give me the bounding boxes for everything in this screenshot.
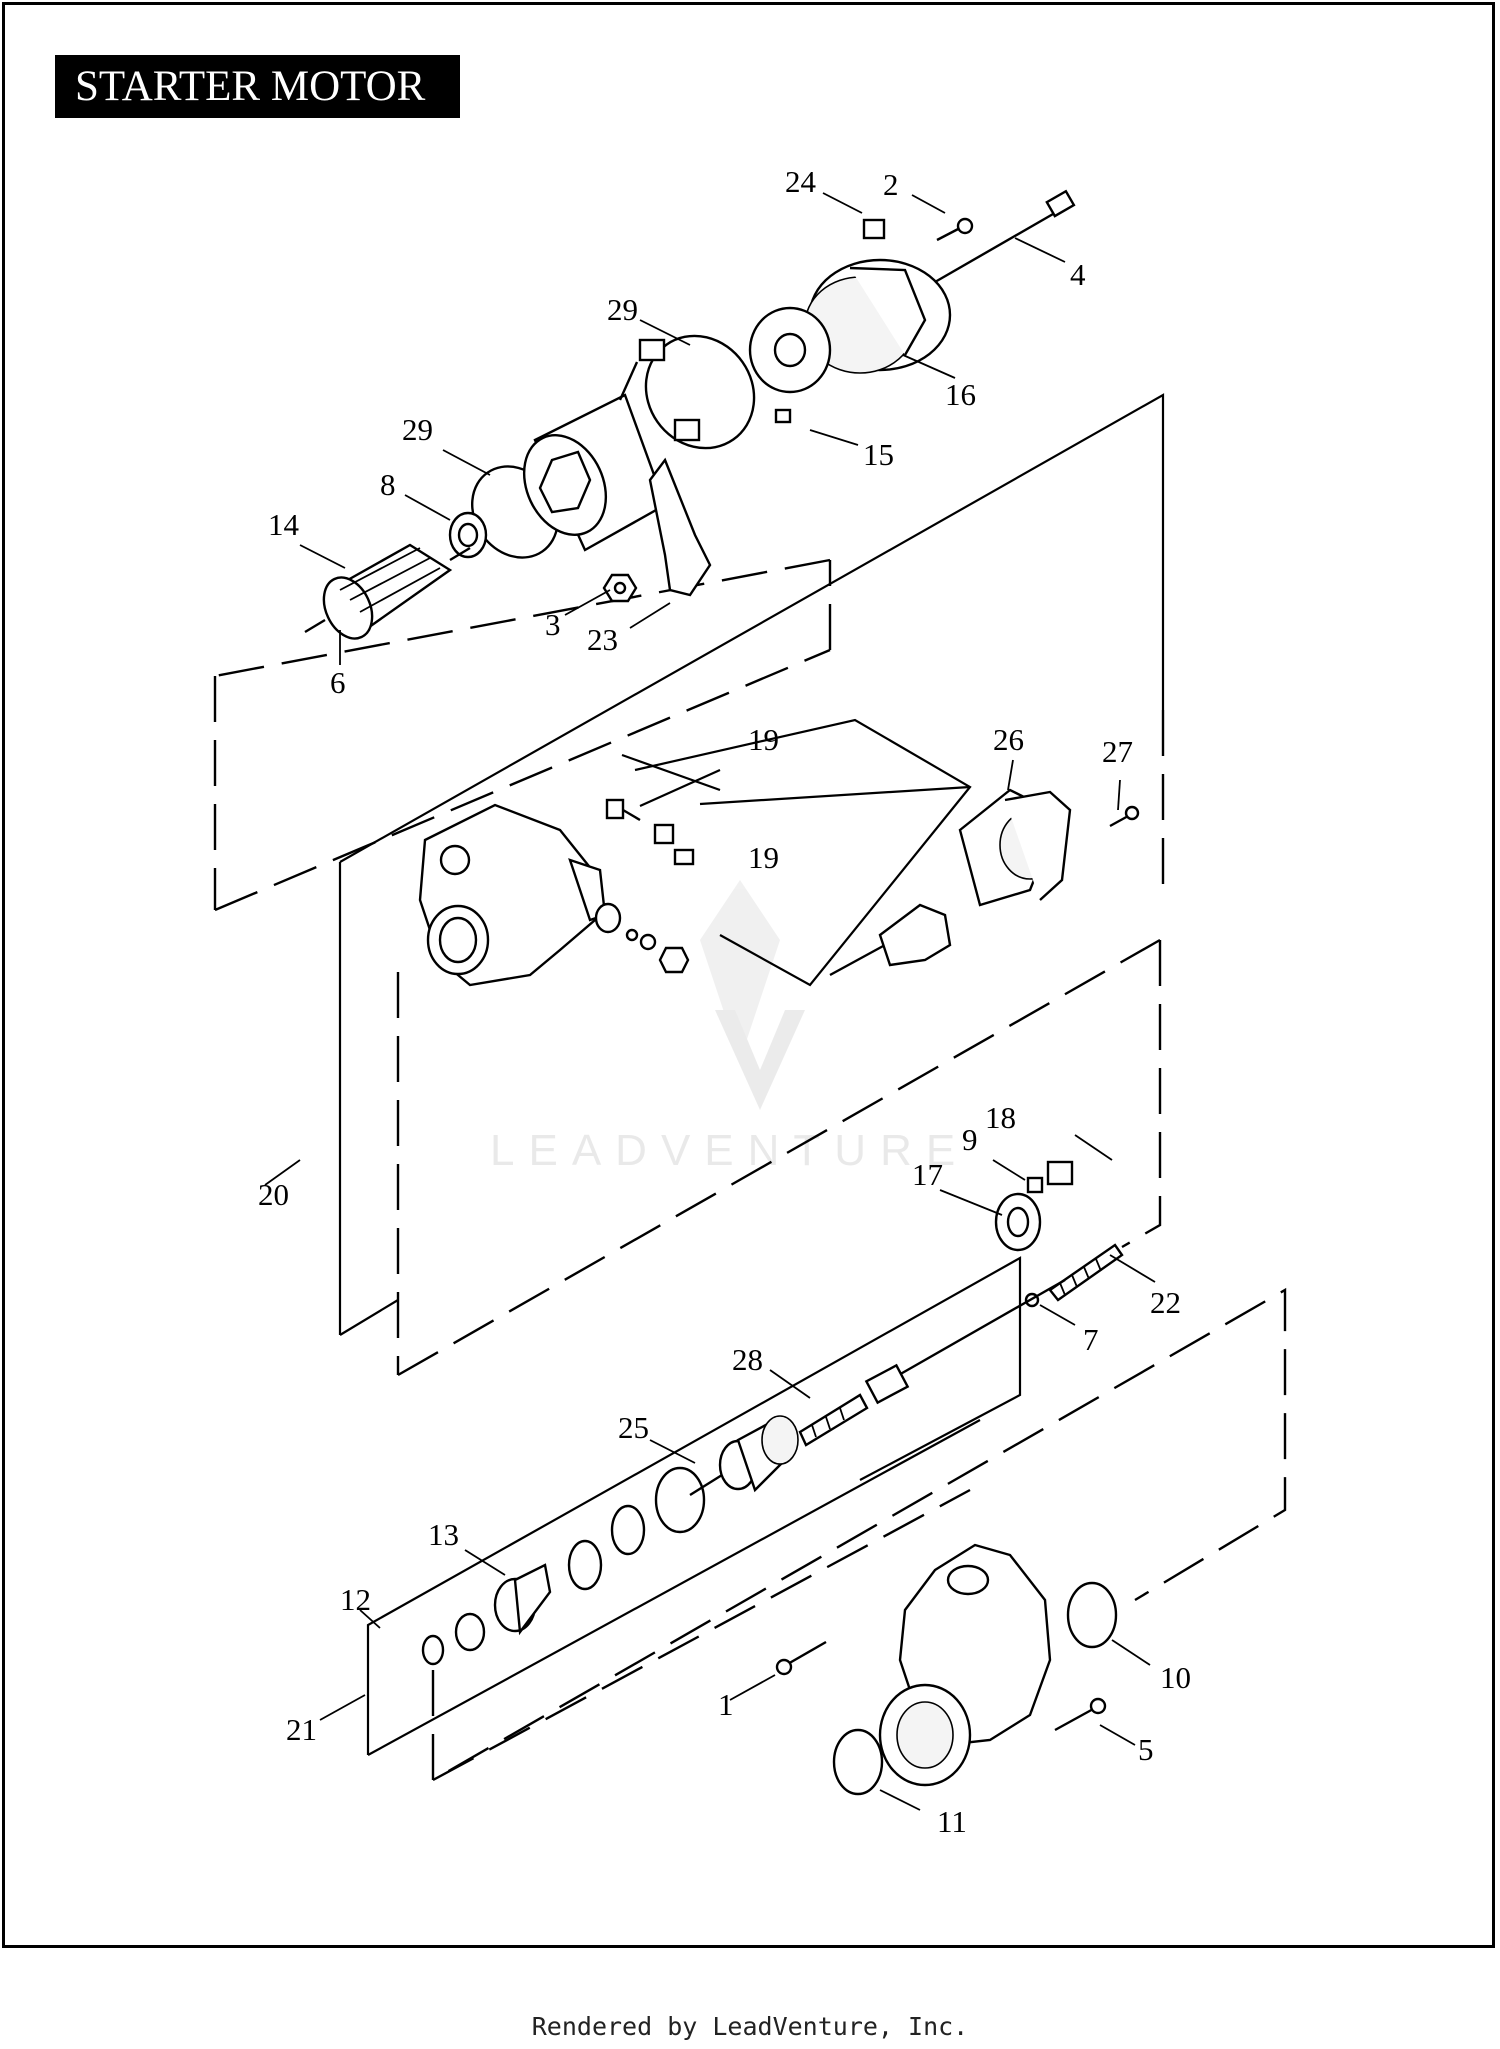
callout-9: 9: [962, 1122, 978, 1157]
callout-2: 2: [883, 167, 899, 202]
leader-lines: [264, 192, 1156, 1811]
solenoid-cover: [958, 788, 1072, 907]
callout-19-lower: 19: [748, 840, 779, 875]
watermark-text: LEADVENTURE: [490, 1126, 969, 1175]
o-ring-10: [1066, 1581, 1118, 1649]
o-ring-11: [832, 1728, 884, 1796]
callout-19-upper: 19: [748, 722, 779, 757]
leadventure-watermark: LEADVENTURE: [490, 880, 969, 1175]
callout-20: 20: [258, 1177, 289, 1212]
callout-16: 16: [945, 377, 976, 412]
diagram-frame: [2, 2, 1495, 1948]
nut-24: [862, 218, 886, 240]
callout-24: 24: [785, 164, 817, 199]
callout-18: 18: [985, 1100, 1016, 1135]
bolt-5: [1054, 1697, 1107, 1732]
callout-1: 1: [718, 1687, 734, 1722]
pinion-shaft: [864, 1278, 1066, 1405]
screw-27: [1109, 805, 1140, 828]
through-bolt: [934, 189, 1076, 284]
callout-21: 21: [286, 1712, 317, 1747]
o-ring-29-upper: [644, 334, 756, 450]
callout-labels: 24 2 4 29 16 15 29 8 14 3 23 6 19 26 27 …: [258, 164, 1191, 1839]
end-cover: [804, 258, 952, 374]
callout-26: 26: [993, 722, 1024, 757]
bolt-1: [775, 1640, 827, 1676]
callout-12: 12: [340, 1582, 371, 1617]
footer-credit: Rendered by LeadVenture, Inc.: [531, 2012, 969, 2041]
idler-gear: [994, 1192, 1042, 1252]
callout-29-lower: 29: [402, 412, 433, 447]
spring-22: [1048, 1243, 1124, 1302]
spring-28: [798, 1393, 869, 1447]
diagram-title: STARTER MOTOR: [55, 55, 460, 118]
nut-3: [602, 573, 638, 603]
callout-4: 4: [1070, 257, 1086, 292]
callout-29-upper: 29: [607, 292, 638, 327]
callout-17: 17: [912, 1157, 943, 1192]
retainer-18: [1046, 1160, 1074, 1186]
pinion-gear: [493, 1563, 552, 1636]
callout-8: 8: [380, 467, 396, 502]
plunger: [829, 903, 952, 977]
callout-5: 5: [1138, 1732, 1154, 1767]
callout-10: 10: [1160, 1660, 1191, 1695]
callout-14: 14: [268, 507, 300, 542]
terminal-hardware-upper: [605, 798, 695, 866]
armature: [304, 543, 471, 640]
retaining-ring-12: [421, 1634, 445, 1666]
callout-11: 11: [937, 1804, 967, 1839]
callout-23: 23: [587, 622, 618, 657]
callout-25: 25: [618, 1410, 649, 1445]
screw-2: [936, 217, 974, 242]
callout-3: 3: [545, 607, 561, 642]
drive-housing: [878, 1543, 1052, 1787]
solenoid-housing: [418, 803, 607, 987]
overrunning-clutch: [654, 1415, 799, 1534]
callout-22: 22: [1150, 1285, 1181, 1320]
callout-6: 6: [330, 665, 346, 700]
brush-plate: [748, 306, 832, 424]
callout-15: 15: [863, 437, 894, 472]
callout-28: 28: [732, 1342, 763, 1377]
ball-9: [1026, 1176, 1044, 1194]
assembly-outlines: [213, 393, 1287, 1783]
callout-7: 7: [1083, 1322, 1099, 1357]
parts: [304, 189, 1140, 1796]
terminal-hardware-lower: [594, 902, 690, 974]
field-frame: [522, 338, 712, 597]
washer-ring: [454, 1504, 646, 1652]
callout-27: 27: [1102, 734, 1133, 769]
bearing-8: [448, 511, 488, 559]
callout-13: 13: [428, 1517, 459, 1552]
